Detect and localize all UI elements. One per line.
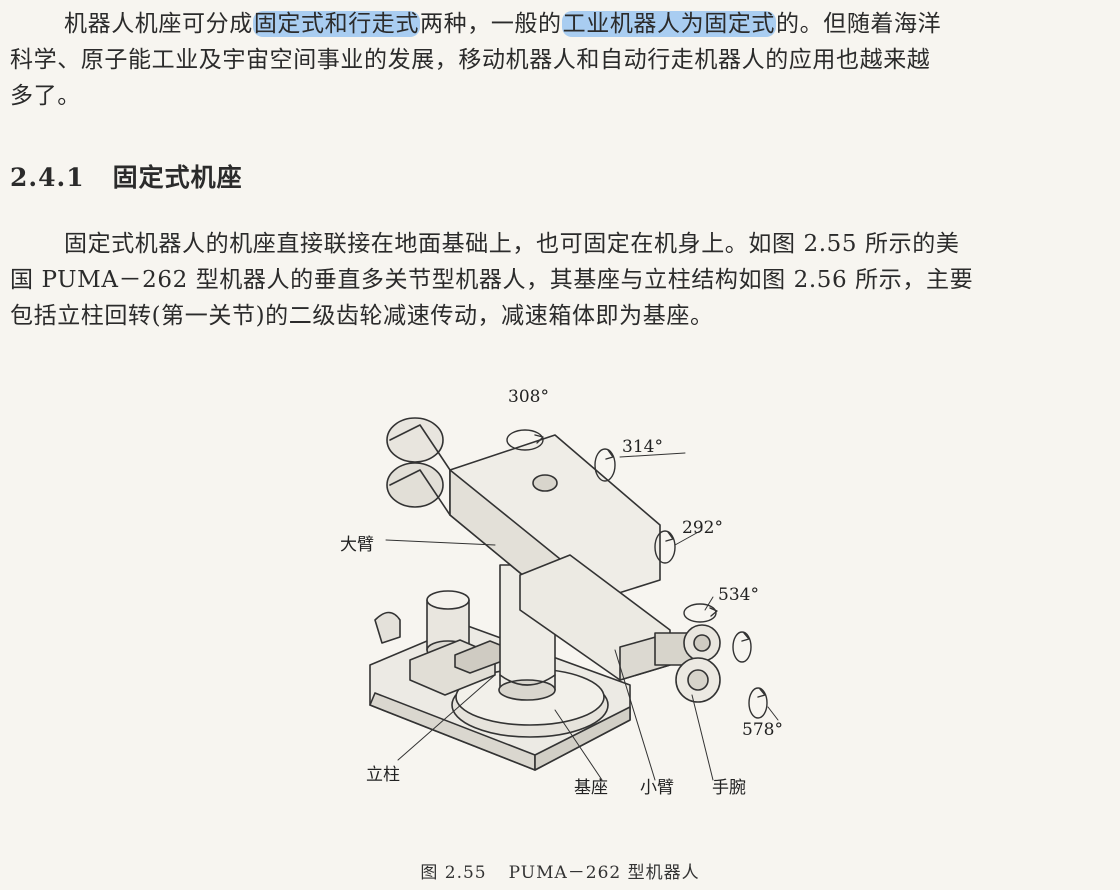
wrist bbox=[654, 624, 721, 703]
label-small-arm: 小臂 bbox=[640, 778, 674, 798]
intro-line-1-part-c: 的。但随着海洋 bbox=[776, 11, 942, 37]
intro-line-1-part-b: 两种，一般的 bbox=[420, 11, 562, 37]
angle-label-308: 308° bbox=[508, 387, 549, 407]
angle-label-578: 578° bbox=[742, 720, 783, 740]
label-column: 立柱 bbox=[366, 765, 400, 785]
highlight-fixed-and-walking: 固定式和行走式 bbox=[252, 11, 421, 37]
fixed-base-line-3: 包括立柱回转(第一关节)的二级齿轮减速传动，减速箱体即为基座。 bbox=[10, 303, 714, 329]
intro-line-3: 多了。 bbox=[10, 83, 81, 109]
intro-line-2: 科学、原子能工业及宇宙空间事业的发展，移动机器人和自动行走机器人的应用也越来越 bbox=[10, 47, 931, 73]
counterweight bbox=[386, 417, 451, 516]
label-base: 基座 bbox=[574, 778, 608, 798]
rotation-arrow-wrist bbox=[732, 631, 752, 663]
section-heading: 2.4.1 固定式机座 bbox=[10, 158, 243, 194]
figure-caption: 图 2.55 PUMA－262 型机器人 bbox=[0, 858, 1120, 883]
section-number: 2.4.1 bbox=[10, 163, 85, 192]
rotation-arrow-292 bbox=[654, 530, 676, 564]
puma-robot-drawing bbox=[369, 417, 779, 781]
base-bracket bbox=[374, 611, 401, 644]
rotation-arrow-308 bbox=[506, 429, 544, 451]
section-title: 固定式机座 bbox=[112, 163, 243, 192]
label-big-arm: 大臂 bbox=[340, 535, 374, 555]
leader-lines bbox=[385, 452, 779, 781]
rotation-arrow-534 bbox=[683, 603, 718, 623]
label-wrist: 手腕 bbox=[712, 778, 746, 798]
caption-figure-number: 图 2.55 bbox=[420, 863, 487, 883]
angle-label-314: 314° bbox=[622, 437, 663, 457]
highlight-industrial-robot-fixed: 工业机器人为固定式 bbox=[561, 11, 777, 37]
paragraph-fixed-base: 固定式机器人的机座直接联接在地面基础上，也可固定在机身上。如图 2.55 所示的… bbox=[10, 226, 1110, 334]
rotation-arrow-578 bbox=[748, 687, 768, 719]
fixed-base-line-1: 固定式机器人的机座直接联接在地面基础上，也可固定在机身上。如图 2.55 所示的… bbox=[64, 231, 960, 257]
caption-title: PUMA－262 型机器人 bbox=[508, 863, 700, 883]
fixed-base-line-2: 国 PUMA－262 型机器人的垂直多关节型机器人，其基座与立柱结构如图 2.5… bbox=[10, 267, 974, 293]
intro-line-1-part-a: 机器人机座可分成 bbox=[64, 11, 253, 37]
angle-label-534: 534° bbox=[718, 585, 759, 605]
paragraph-intro: 机器人机座可分成固定式和行走式两种，一般的工业机器人为固定式的。但随着海洋 科学… bbox=[10, 6, 1110, 114]
figure-puma-robot: 308° 314° 292° 534° 578° 大臂 立柱 基座 小臂 手腕 bbox=[330, 375, 790, 815]
intro-line-1: 机器人机座可分成固定式和行走式两种，一般的工业机器人为固定式的。但随着海洋 bbox=[10, 6, 1110, 42]
angle-label-292: 292° bbox=[682, 518, 723, 538]
rotation-arrow-314 bbox=[594, 448, 616, 482]
